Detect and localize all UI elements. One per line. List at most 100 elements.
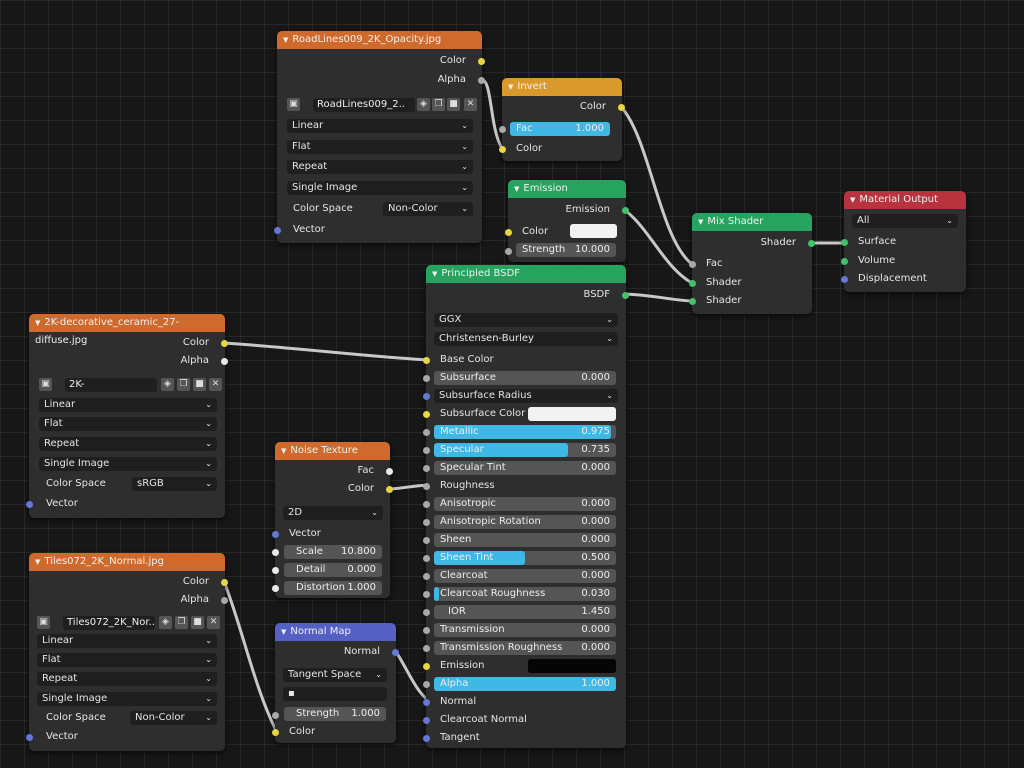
mix-shader-node[interactable]: ▼Mix Shader Shader Fac Shader Shader — [689, 213, 815, 314]
output-socket-shader[interactable] — [808, 240, 815, 247]
node-header[interactable]: ▼2K-decorative_ceramic_27-diffuse.jpg — [29, 314, 225, 346]
image-icon[interactable]: ▣ — [39, 378, 52, 391]
folder-icon[interactable]: ■ — [447, 98, 460, 111]
source-dropdown[interactable]: Single Image⌄ — [37, 692, 217, 706]
collapse-triangle-icon[interactable]: ▼ — [850, 196, 856, 204]
input-socket-shader-1[interactable] — [689, 280, 696, 287]
image-name-field[interactable]: RoadLines009_2.. — [313, 98, 415, 112]
input-socket-subsurface-color[interactable] — [423, 411, 430, 418]
subsurface-color-swatch[interactable] — [528, 407, 616, 421]
input-socket-specular-tint[interactable] — [423, 465, 430, 472]
fake-user-shield-icon[interactable]: ◈ — [159, 616, 172, 629]
image-name-field[interactable]: Tiles072_2K_Nor.. — [63, 616, 155, 630]
image-texture-node-normal[interactable]: ▼Tiles072_2K_Normal.jpg Color Alpha ▣ Ti… — [26, 553, 228, 751]
node-header[interactable]: ▼RoadLines009_2K_Opacity.jpg — [277, 31, 482, 49]
input-socket-fac[interactable] — [689, 261, 696, 268]
color-swatch[interactable] — [570, 224, 617, 238]
node-header[interactable]: ▼Material Output — [844, 191, 966, 209]
output-socket-alpha[interactable] — [221, 597, 228, 604]
source-dropdown[interactable]: Single Image⌄ — [287, 181, 473, 195]
node-header[interactable]: ▼Mix Shader — [692, 213, 812, 231]
interpolation-dropdown[interactable]: Linear⌄ — [287, 119, 473, 133]
fake-user-shield-icon[interactable]: ◈ — [161, 378, 174, 391]
node-header[interactable]: ▼Emission — [508, 180, 626, 198]
projection-dropdown[interactable]: Flat⌄ — [37, 653, 217, 667]
input-socket-shader-2[interactable] — [689, 298, 696, 305]
strength-field[interactable]: Strength 10.000 — [516, 243, 616, 257]
output-socket-alpha[interactable] — [478, 77, 485, 84]
collapse-triangle-icon[interactable]: ▼ — [35, 558, 41, 566]
input-socket-sheen-tint[interactable] — [423, 555, 430, 562]
input-socket-scale[interactable] — [272, 549, 279, 556]
fake-user-shield-icon[interactable]: ◈ — [417, 98, 430, 111]
collapse-triangle-icon[interactable]: ▼ — [281, 447, 287, 455]
folder-icon[interactable]: ■ — [193, 378, 206, 391]
colorspace-dropdown[interactable]: sRGB⌄ — [132, 477, 217, 491]
output-socket-color[interactable] — [386, 486, 393, 493]
image-icon[interactable]: ▣ — [287, 98, 300, 111]
input-socket-normal[interactable] — [423, 699, 430, 706]
input-socket-color[interactable] — [505, 229, 512, 236]
interpolation-dropdown[interactable]: Linear⌄ — [39, 398, 217, 412]
duplicate-icon[interactable]: ❐ — [175, 616, 188, 629]
input-socket-ior[interactable] — [423, 609, 430, 616]
target-dropdown[interactable]: All⌄ — [852, 214, 958, 228]
uv-map-field[interactable]: ▪ — [283, 687, 387, 701]
collapse-triangle-icon[interactable]: ▼ — [514, 185, 520, 193]
input-socket-anisotropic[interactable] — [423, 501, 430, 508]
input-socket-surface[interactable] — [841, 239, 848, 246]
material-output-node[interactable]: ▼Material Output All⌄ Surface Volume Dis… — [841, 191, 966, 292]
subsurface-method-dropdown[interactable]: Christensen-Burley⌄ — [434, 332, 618, 346]
input-socket-sheen[interactable] — [423, 537, 430, 544]
input-socket-color[interactable] — [499, 146, 506, 153]
collapse-triangle-icon[interactable]: ▼ — [283, 36, 289, 44]
input-socket-transmission[interactable] — [423, 627, 430, 634]
collapse-triangle-icon[interactable]: ▼ — [698, 218, 704, 226]
input-socket-clearcoat[interactable] — [423, 573, 430, 580]
output-socket-color[interactable] — [221, 340, 228, 347]
colorspace-dropdown[interactable]: Non-Color⌄ — [130, 711, 217, 725]
close-icon[interactable]: ✕ — [209, 378, 222, 391]
image-selector[interactable]: ▣ RoadLines009_2.. ◈ ❐ ■ ✕ — [287, 97, 477, 113]
input-socket-subsurface[interactable] — [423, 375, 430, 382]
source-dropdown[interactable]: Single Image⌄ — [39, 457, 217, 471]
output-socket-color[interactable] — [618, 104, 625, 111]
principled-bsdf-node[interactable]: ▼Principled BSDF BSDF GGX⌄ Christensen-B… — [423, 265, 629, 748]
node-header[interactable]: ▼Noise Texture — [275, 442, 390, 460]
image-texture-node-opacity[interactable]: ▼RoadLines009_2K_Opacity.jpg Color Alpha… — [274, 31, 485, 243]
extension-dropdown[interactable]: Repeat⌄ — [287, 160, 473, 174]
image-selector[interactable]: ▣ 2K-decorative_ce.. ◈ ❐ ■ ✕ — [39, 377, 222, 393]
extension-dropdown[interactable]: Repeat⌄ — [39, 437, 217, 451]
subsurface-radius-dropdown[interactable]: Subsurface Radius⌄ — [434, 389, 618, 403]
duplicate-icon[interactable]: ❐ — [432, 98, 445, 111]
image-icon[interactable]: ▣ — [37, 616, 50, 629]
noise-texture-node[interactable]: ▼Noise Texture Fac Color 2D⌄ Vector Scal… — [272, 442, 393, 598]
close-icon[interactable]: ✕ — [207, 616, 220, 629]
input-socket-emission[interactable] — [423, 663, 430, 670]
node-header[interactable]: ▼Invert — [502, 78, 622, 96]
input-socket-vector[interactable] — [272, 531, 279, 538]
fac-slider[interactable]: Fac 1.000 — [510, 122, 610, 136]
image-texture-node-diffuse[interactable]: ▼2K-decorative_ceramic_27-diffuse.jpg Co… — [26, 314, 228, 518]
collapse-triangle-icon[interactable]: ▼ — [508, 83, 514, 91]
node-header[interactable]: ▼Tiles072_2K_Normal.jpg — [29, 553, 225, 571]
dimensions-dropdown[interactable]: 2D⌄ — [283, 506, 383, 520]
output-socket-color[interactable] — [221, 579, 228, 586]
input-socket-metallic[interactable] — [423, 429, 430, 436]
node-header[interactable]: ▼Principled BSDF — [426, 265, 626, 283]
input-socket-transmission-roughness[interactable] — [423, 645, 430, 652]
output-socket-alpha[interactable] — [221, 358, 228, 365]
folder-icon[interactable]: ■ — [191, 616, 204, 629]
input-socket-alpha[interactable] — [423, 681, 430, 688]
